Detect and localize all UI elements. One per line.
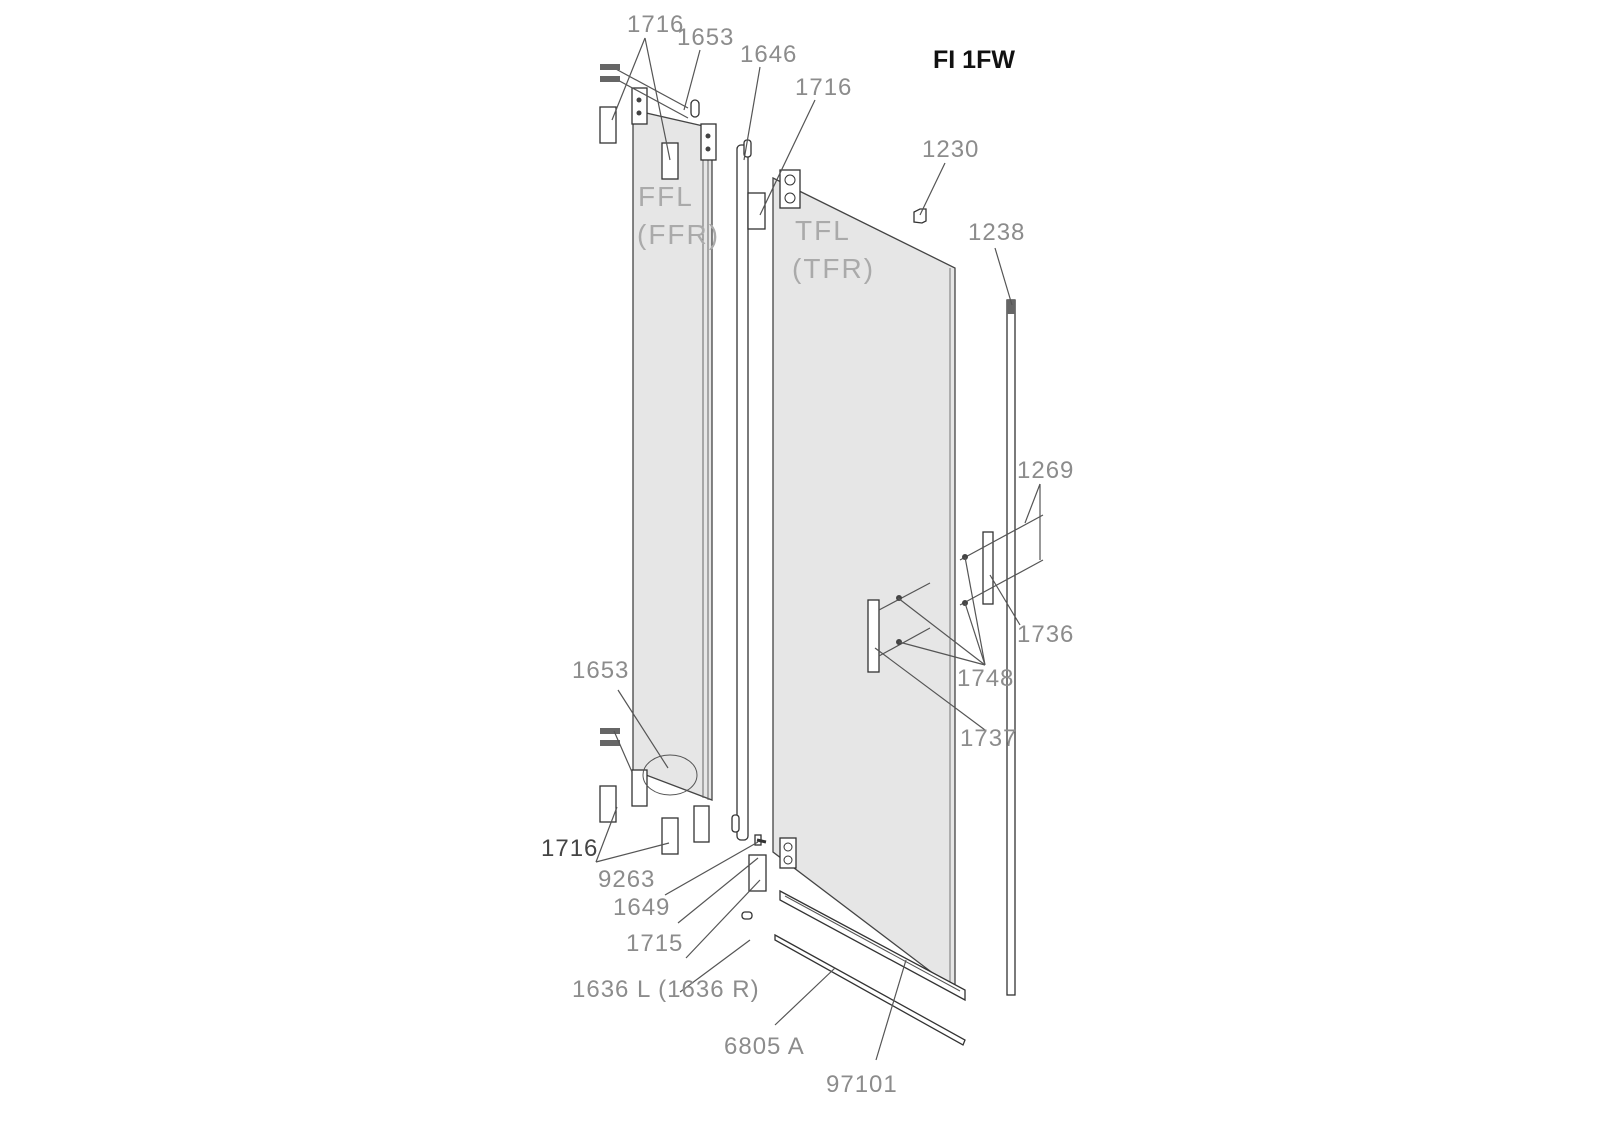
top-hinge-assembly: [599, 64, 752, 180]
part-label-1716-bottom: 1716: [541, 835, 598, 862]
part-label-1716-door: 1716: [795, 74, 852, 101]
part-label-97101: 97101: [826, 1071, 898, 1098]
profile-1646: [736, 144, 749, 841]
part-label-1238: 1238: [968, 219, 1025, 246]
diagram-title: FI 1FW: [933, 46, 1015, 74]
seal-1238: [1006, 299, 1016, 996]
part-label-1748: 1748: [957, 665, 1014, 692]
part-label-1736: 1736: [1017, 621, 1074, 648]
part-label-1649: 1649: [613, 894, 670, 921]
handles: [867, 514, 1044, 673]
fixed-panel-label-alt: (FFR): [637, 219, 720, 250]
door-top-hinge: [747, 169, 801, 230]
door-panel-label-alt: (TFR): [792, 253, 875, 284]
bottom-hinge-assembly: [599, 728, 740, 855]
part-label-1269: 1269: [1017, 457, 1074, 484]
bottom-rails: [774, 889, 966, 1046]
part-label-1653-bottom: 1653: [572, 657, 629, 684]
fixed-panel-label: FFL: [638, 181, 694, 212]
part-label-1646: 1646: [740, 41, 797, 68]
part-label-6805a: 6805 A: [724, 1033, 805, 1060]
door-panel-label: TFL: [795, 215, 851, 246]
part-label-1653-top: 1653: [677, 24, 734, 51]
part-label-1715: 1715: [626, 930, 683, 957]
part-label-1737: 1737: [960, 725, 1017, 752]
part-label-9263: 9263: [598, 866, 655, 893]
part-label-1230: 1230: [922, 136, 979, 163]
part-label-1716-top: 1716: [627, 11, 684, 38]
part-label-1636: 1636 L (1636 R): [572, 976, 760, 1003]
fixed-glass-panel: [632, 109, 713, 801]
latch-1230: [913, 208, 927, 224]
leader-lines: [595, 37, 1041, 1061]
door-bottom-hinge: [741, 834, 797, 920]
